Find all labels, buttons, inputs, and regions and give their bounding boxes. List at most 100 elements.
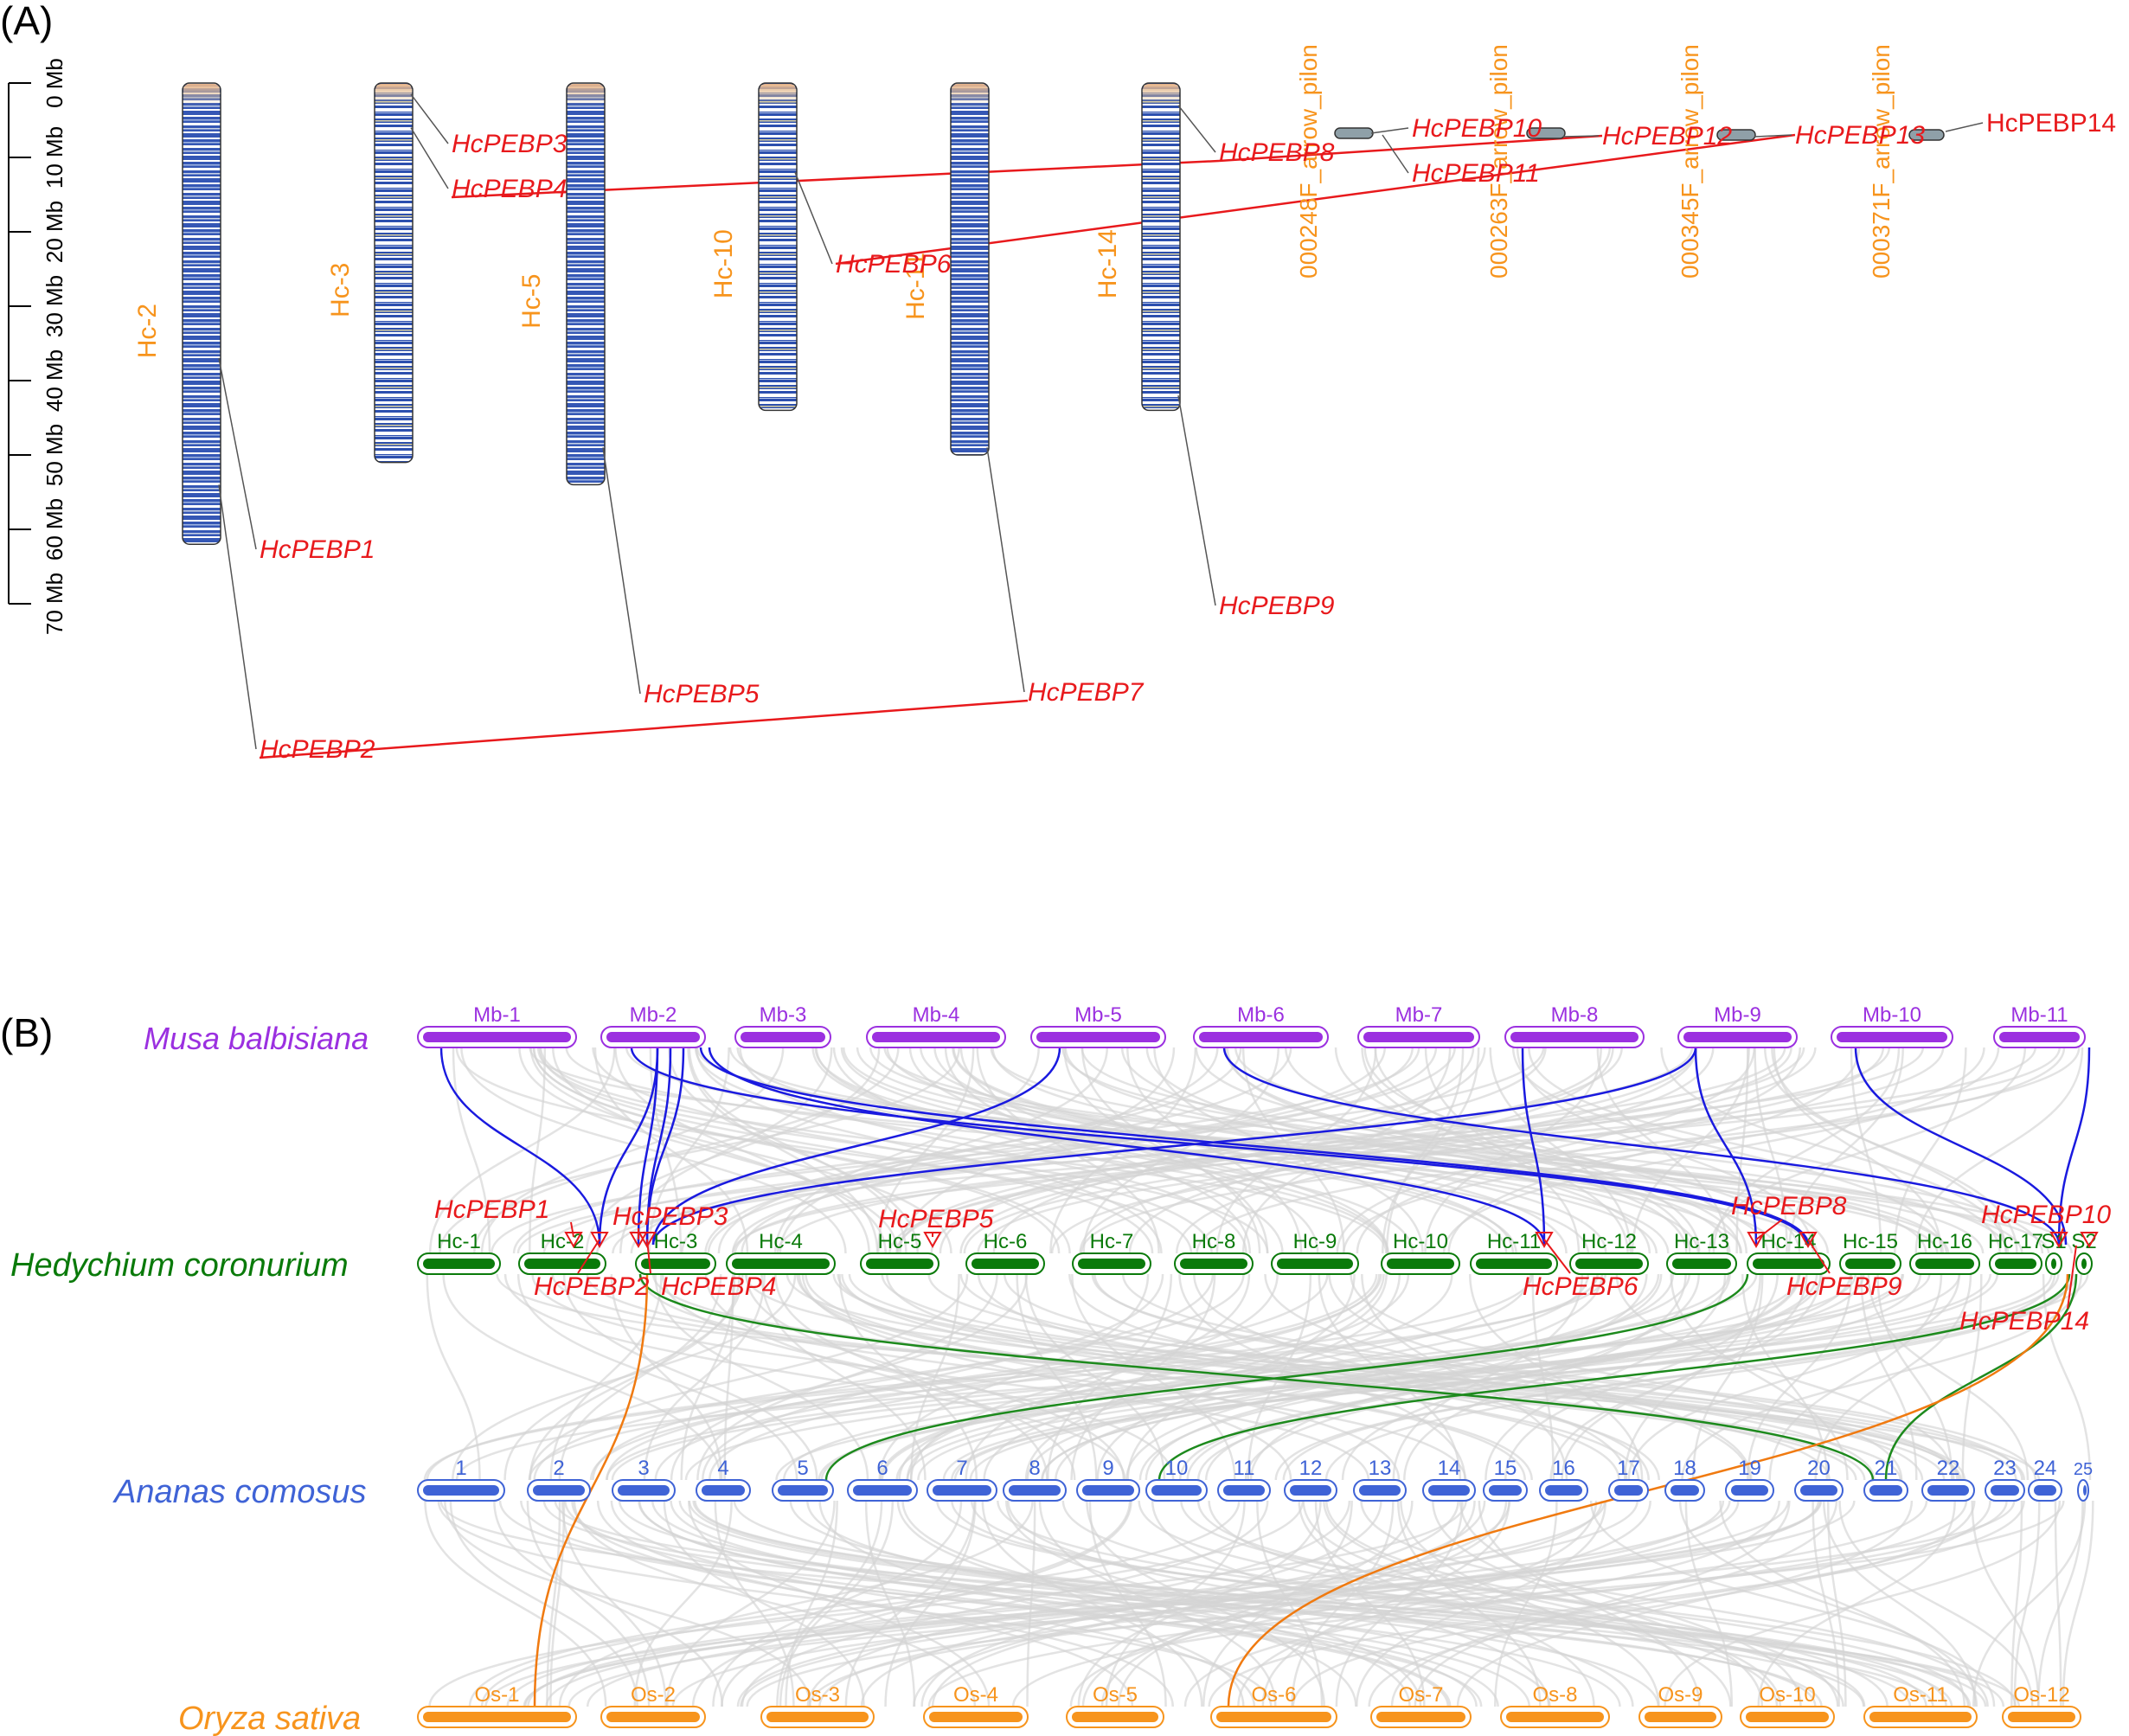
background-link [1361,1273,1568,1481]
chromosome-label: Hc-15 [1843,1230,1898,1253]
background-link [776,1500,883,1707]
background-link [1368,1500,1976,1707]
chromosome-bar [1363,1032,1474,1042]
chromosome-bar [866,1259,933,1269]
background-link [1261,1500,1510,1707]
blue-synteny-link [2057,1047,2091,1246]
chromosome-telomere [375,84,412,106]
gene-leader-line [602,447,641,695]
chromosome-bar [1800,1485,1837,1496]
background-link [1081,1500,1508,1707]
background-link [818,1500,1245,1707]
background-link [1016,1273,1098,1481]
background-link [818,1500,1740,1707]
background-link [663,1500,865,1707]
background-link [1292,1500,1991,1707]
background-link [696,1047,2074,1254]
chromosome-bar [2034,1485,2056,1496]
gene-label: HcPEBP13 [1795,121,1925,150]
chromosome-label: Mb-7 [1395,1003,1443,1027]
background-link [1328,1273,1753,1481]
background-link [896,1047,1547,1254]
chromosome-bar [423,1259,495,1269]
chromosome-bar [1216,1712,1331,1722]
background-link [798,1273,1401,1481]
chromosome-label: 8 [1029,1457,1040,1480]
chromosome-label: Mb-8 [1551,1003,1599,1027]
background-link [460,1047,847,1254]
pebp-gene-labels: HcPEBP1HcPEBP2HcPEBP3HcPEBP4HcPEBP5HcPEB… [434,1192,2111,1336]
background-link [480,1500,1305,1707]
gene-leader-line [1177,105,1216,153]
background-link [1504,1273,1779,1481]
chromosome-bar [1223,1485,1265,1496]
background-link [651,1500,1621,1707]
chromosome-label: 22 [1937,1457,1960,1480]
chromosome-bar [423,1032,571,1042]
background-link [532,1047,1061,1254]
chromosome-label: Mb-1 [473,1003,521,1027]
chromosome-label: Hc-8 [1192,1230,1236,1253]
gene-leader-line [986,447,1025,693]
background-link [529,1047,547,1254]
chromosome-label: 24 [2034,1457,2057,1480]
gene-label: HcPEBP10 [1981,1201,2111,1229]
scaffold-bar [1716,129,1756,141]
gene-leader-line [1562,135,1600,138]
background-link [529,1273,741,1481]
background-link [1178,1273,1823,1481]
gene-triangle-icon [2049,1232,2068,1249]
background-link [1867,1273,2030,1481]
background-link [551,1273,1901,1481]
chromosome-label: Mb-9 [1714,1003,1761,1027]
chromosome-label: Mb-6 [1237,1003,1285,1027]
chromosome-label: Hc-1 [437,1230,481,1253]
chromosome-bar [1180,1259,1247,1269]
chromosome-label: Os-1 [474,1683,519,1707]
background-link [1424,1047,1581,1254]
background-link [1424,1047,1602,1254]
blue-synteny-link [598,1047,659,1246]
blue-synteny-link [637,1047,659,1246]
duplication-link [259,699,1029,759]
background-link [1670,1273,1849,1481]
blue-synteny-link [651,1047,1061,1246]
chromosome-bar [1645,1712,1716,1722]
background-link [877,1047,975,1254]
chromosome-label: Hc-2 [541,1230,585,1253]
chromosome-label: Hc-3 [654,1230,698,1253]
background-link [1631,1047,1750,1254]
chromosome-label: Hc-11 [1487,1230,1541,1253]
background-link [516,1273,798,1481]
background-link [643,1273,766,1481]
background-link [452,1047,491,1254]
gene-label: HcPEBP5 [878,1205,994,1233]
background-link [529,1047,2050,1254]
background-link [2042,1273,2092,1481]
green-synteny-link [1884,1273,2078,1481]
chromosome-label: Mb-5 [1074,1003,1122,1027]
background-link [728,1047,1950,1254]
gene-label: HcPEBP1 [434,1195,549,1224]
chromosome-bar [702,1485,745,1496]
scale-tick-label: 20 Mb [42,201,67,263]
panel-b-label: (B) [0,1010,53,1055]
chromosome-bar [1428,1485,1470,1496]
chromosome-bar [1072,1712,1158,1722]
chromosome-label: Os-7 [1398,1683,1443,1707]
gene-label: HcPEBP6 [836,250,952,279]
background-link [917,1273,1905,1481]
background-link [811,1047,1389,1254]
chromosome-bar [1141,82,1181,412]
chromosome-bar [732,1259,830,1269]
background-link [723,1273,734,1481]
chromosome-label: 13 [1369,1457,1392,1480]
blue-synteny-link [630,1047,1808,1246]
gene-label: HcPEBP14 [1986,109,2116,138]
background-link [843,1047,1658,1254]
chromosome-bar [2051,1259,2056,1269]
background-link [1026,1273,1660,1481]
background-link [558,1273,722,1481]
background-link [586,1500,1790,1707]
